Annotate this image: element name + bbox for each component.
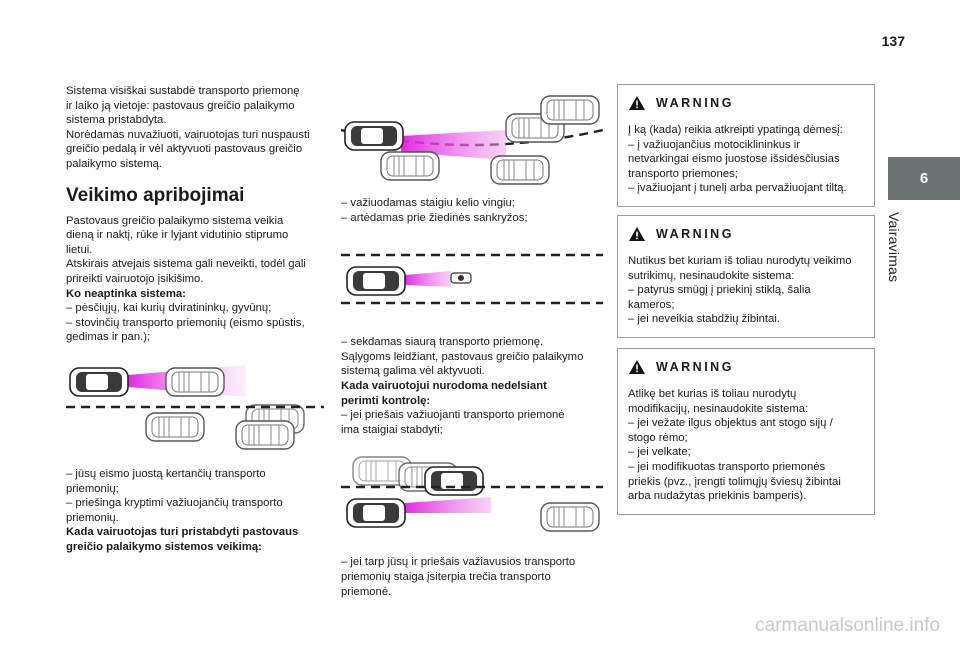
- narrow-list: – sekdamas siaurą transporto priemonę.Są…: [341, 336, 584, 378]
- warning-icon: [629, 360, 645, 374]
- takeover-list-1: – jei priešais važiuojanti transporto pr…: [341, 409, 565, 436]
- warning-title: WARNING: [656, 360, 734, 374]
- not-detected-list: – pėsčiųjų, kai kurių dviratininkų, gyvū…: [66, 302, 305, 344]
- chapter-label: Vairavimas: [886, 212, 902, 283]
- warning-box-1: WARNING Į ką (kada) reikia atkreipti ypa…: [617, 84, 875, 207]
- warning-icon: [629, 227, 645, 241]
- watermark: carmanualsonline.info: [755, 615, 940, 636]
- figure-stationary-vehicles: [66, 364, 324, 450]
- figure-narrow-vehicle: [341, 253, 603, 305]
- figure-sharp-bend: [341, 95, 603, 185]
- chapter-number: 6: [919, 170, 929, 187]
- section-heading: Veikimo apribojimai: [66, 184, 245, 206]
- warning-header: WARNING: [628, 359, 864, 375]
- column-2: – važiuodamas staigiu kelio vingiu;– art…: [341, 84, 603, 599]
- warning-title: WARNING: [656, 96, 734, 110]
- chapter-tab[interactable]: 6: [888, 157, 960, 200]
- figure-cut-in-vehicle: [341, 456, 603, 533]
- column-1: Sistema visiškai sustabdė transporto pri…: [66, 84, 324, 554]
- page-number: 137: [881, 33, 905, 49]
- warning-box-2: WARNING Nutikus bet kuriam iš toliau nur…: [617, 215, 875, 338]
- suspend-heading: Kada vairuotojas turi pristabdyti pastov…: [66, 526, 299, 553]
- intro-paragraph: Sistema visiškai sustabdė transporto pri…: [66, 85, 310, 170]
- warning-box-3: WARNING Atlikę bet kurias iš toliau nuro…: [617, 348, 875, 515]
- takeover-list-2: – jei tarp jūsų ir priešais važiavusios …: [341, 556, 576, 598]
- warning-header: WARNING: [628, 226, 864, 242]
- warning-icon: [629, 96, 645, 110]
- motorcycle-icon: [450, 272, 472, 284]
- crossing-list: – jūsų eismo juostą kertančių transporto…: [66, 467, 283, 524]
- warning-title: WARNING: [656, 227, 734, 241]
- warning-text: Nutikus bet kuriam iš toliau nurodytų ve…: [628, 255, 852, 326]
- bend-list: – važiuodamas staigiu kelio vingiu;– art…: [341, 197, 528, 224]
- warning-text: Į ką (kada) reikia atkreipti ypatingą dė…: [628, 124, 847, 195]
- warning-header: WARNING: [628, 95, 864, 111]
- limits-paragraph: Pastovaus greičio palaikymo sistema veik…: [66, 214, 306, 285]
- not-detected-heading: Ko neaptinka sistema:: [66, 287, 186, 300]
